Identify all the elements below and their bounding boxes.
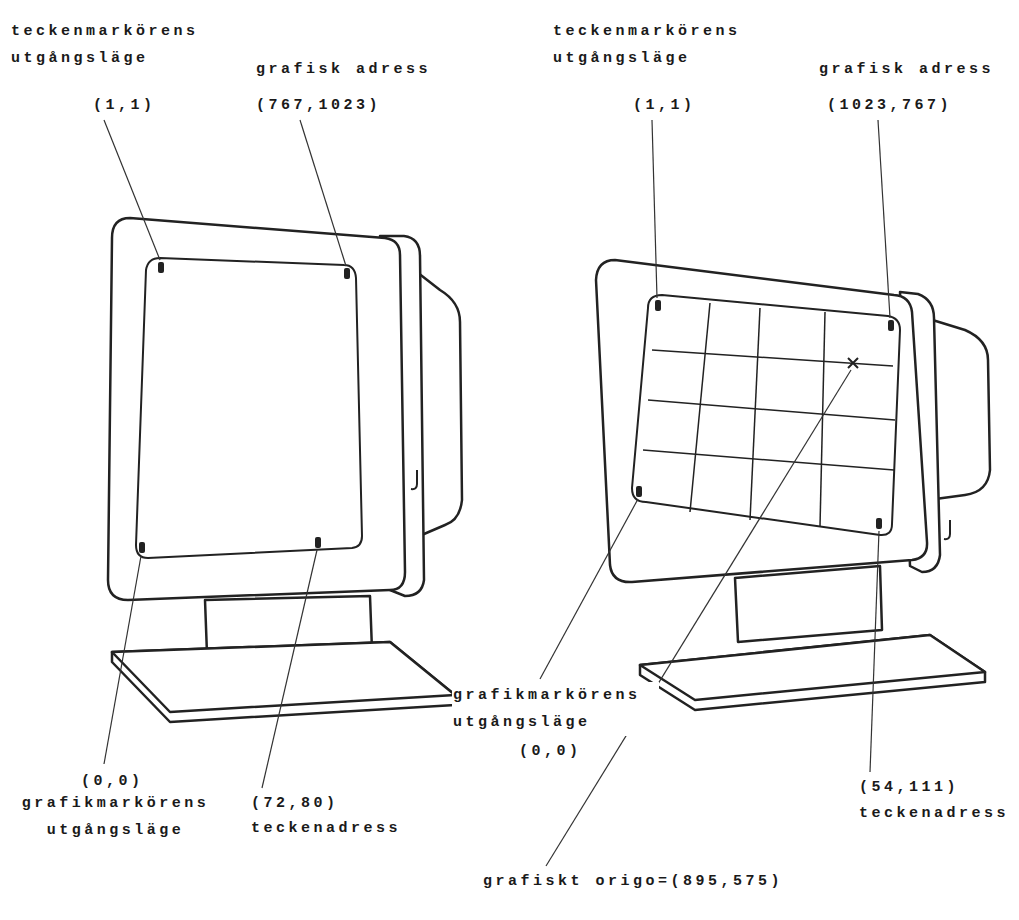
label: (1,1) bbox=[632, 92, 697, 119]
leader-line bbox=[104, 120, 160, 260]
grid-line bbox=[750, 308, 760, 520]
label: (72,80) bbox=[250, 790, 340, 817]
label: (0,0) bbox=[518, 738, 583, 765]
leader-line bbox=[546, 370, 851, 866]
corner-mark bbox=[158, 262, 164, 273]
corner-mark bbox=[315, 537, 321, 548]
label: grafisk adress bbox=[818, 56, 995, 83]
grid-line bbox=[690, 303, 710, 512]
leader-line bbox=[878, 120, 890, 318]
label: teckenmarkörens utgångsläge bbox=[10, 18, 217, 72]
grid-line bbox=[643, 450, 894, 470]
label: (1,1) bbox=[92, 92, 157, 119]
label: grafiskt origo=(895,575) bbox=[482, 868, 784, 895]
stand-base bbox=[640, 635, 985, 710]
stand-neck bbox=[735, 566, 882, 642]
label: teckenmarkörens utgångsläge bbox=[552, 18, 759, 72]
origin-cross bbox=[848, 358, 858, 368]
label: teckenadress bbox=[250, 815, 402, 842]
stand-base-top bbox=[640, 635, 985, 700]
monitor-front bbox=[596, 260, 927, 582]
monitor-screen bbox=[136, 258, 362, 558]
leader-line bbox=[262, 550, 317, 788]
logo bbox=[411, 470, 417, 489]
monitor-screen bbox=[632, 295, 900, 535]
label: grafisk adress bbox=[255, 56, 432, 83]
label: grafikmarkörens utgångsläge bbox=[452, 682, 659, 736]
label: (1023,767) bbox=[826, 92, 953, 119]
grid-line bbox=[648, 400, 895, 420]
logo bbox=[944, 520, 950, 539]
corner-mark bbox=[655, 300, 661, 311]
label: (54,111) bbox=[858, 774, 960, 801]
corner-mark bbox=[876, 518, 882, 529]
corner-mark bbox=[139, 542, 145, 553]
stand-base bbox=[112, 642, 455, 722]
corner-mark bbox=[344, 268, 350, 279]
corner-mark bbox=[636, 486, 642, 497]
label: teckenadress bbox=[858, 800, 1010, 827]
monitor-front bbox=[108, 218, 405, 600]
leader-line bbox=[104, 556, 141, 764]
label: grafikmarkörens utgångsläge bbox=[12, 790, 219, 844]
label: (767,1023) bbox=[255, 92, 382, 119]
leader-line bbox=[300, 120, 346, 266]
corner-mark bbox=[888, 320, 894, 331]
stand-base-top bbox=[112, 642, 455, 712]
leader-line bbox=[870, 531, 879, 772]
leader-line bbox=[540, 499, 638, 679]
leader-line bbox=[652, 120, 657, 298]
